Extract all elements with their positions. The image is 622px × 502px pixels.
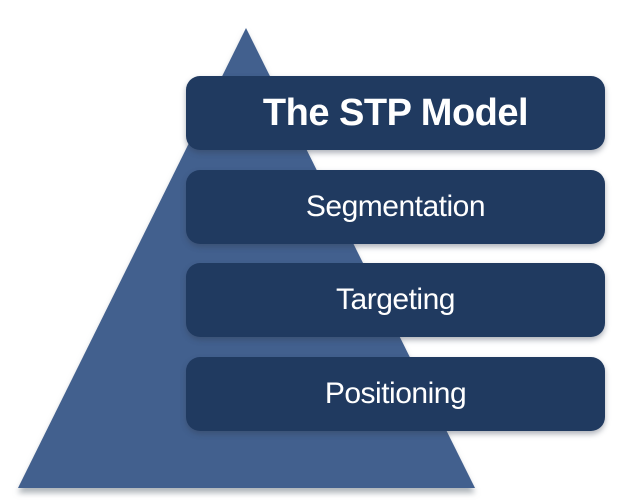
stp-title-card: The STP Model	[186, 76, 605, 150]
stp-level-positioning: Positioning	[186, 357, 605, 431]
stp-title-label: The STP Model	[262, 91, 529, 134]
stp-level-positioning-label: Positioning	[324, 377, 467, 410]
stp-level-targeting: Targeting	[186, 263, 605, 337]
stp-level-targeting-label: Targeting	[336, 283, 455, 316]
stp-level-segmentation-label: Segmentation	[305, 190, 486, 223]
stp-level-segmentation: Segmentation	[186, 170, 605, 244]
